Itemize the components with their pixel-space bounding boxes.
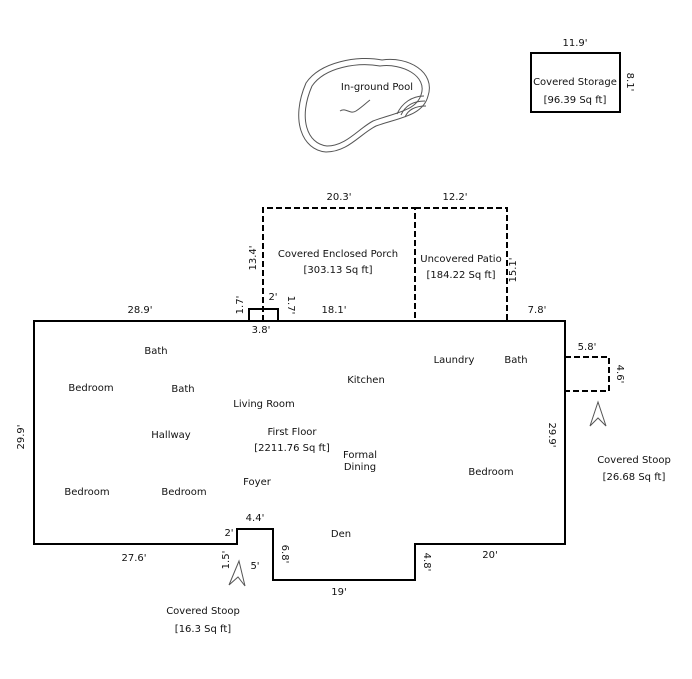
room-living-room: Living Room	[233, 399, 294, 410]
porch-and-patio: 20.3' 12.2' 13.4' 15.1' Covered Enclosed…	[248, 192, 519, 321]
stoop-right-outline	[565, 356, 610, 392]
pool-water-ripple-icon	[339, 99, 371, 113]
top-right-wall-dim: 7.8'	[528, 305, 547, 316]
right-wall-dim: 29.9'	[546, 422, 557, 447]
pool: In-ground Pool	[298, 57, 430, 153]
chimney-top-dim: 2'	[268, 292, 277, 303]
stoop-bottom-side-left-dim: 2'	[224, 528, 233, 539]
chimney-left-dim: 1.7'	[235, 296, 246, 315]
patio-name: Uncovered Patio	[420, 254, 501, 265]
room-bedroom-3: Bedroom	[64, 487, 109, 498]
patio-outline	[415, 207, 508, 321]
den-right-step-dim: 4.8'	[421, 553, 432, 572]
stoop-right-width-dim: 5.8'	[578, 342, 597, 353]
room-bedroom-1: Bedroom	[68, 383, 113, 394]
porch-name: Covered Enclosed Porch	[278, 249, 398, 260]
storage-area: [96.39 Sq ft]	[544, 95, 607, 106]
stoop-bottom-right-dim: 6.8'	[279, 545, 290, 564]
chimney-right-dim: 1.7'	[285, 296, 296, 315]
first-floor-label: First Floor	[267, 427, 317, 438]
room-bedroom-4: Bedroom	[161, 487, 206, 498]
stoop-bottom-area: [16.3 Sq ft]	[175, 624, 231, 635]
stoop-bottom-top-dim: 4.4'	[246, 513, 265, 524]
porch-depth-dim: 13.4'	[248, 245, 259, 270]
room-den: Den	[331, 529, 351, 540]
stoop-right-arrow-icon	[589, 400, 607, 427]
stoop-right-name: Covered Stoop	[597, 455, 671, 466]
patio-width-dim: 12.2'	[442, 192, 467, 203]
porch-outline	[262, 207, 416, 321]
chimney-base-dim: 3.8'	[252, 325, 271, 336]
patio-area: [184.22 Sq ft]	[426, 270, 495, 281]
room-formal: Formal	[343, 450, 377, 461]
top-mid-wall-dim: 18.1'	[321, 305, 346, 316]
room-laundry: Laundry	[434, 355, 475, 366]
storage-name: Covered Storage	[533, 77, 617, 88]
patio-depth-dim: 15.1'	[508, 257, 519, 282]
room-bath-1: Bath	[144, 346, 167, 357]
stoop-right-depth-dim: 4.6'	[614, 365, 625, 384]
top-left-wall-dim: 28.9'	[127, 305, 152, 316]
stoop-bottom: Covered Stoop [16.3 Sq ft]	[166, 559, 246, 635]
room-hallway: Hallway	[151, 430, 191, 441]
first-floor-area: [2211.76 Sq ft]	[254, 443, 330, 454]
bottom-right-wall-dim: 20'	[482, 550, 497, 561]
left-wall-dim: 29.9'	[16, 424, 27, 449]
porch-width-dim: 20.3'	[326, 192, 351, 203]
room-bath-2: Bath	[171, 384, 194, 395]
storage-depth-dim: 8.1'	[624, 73, 635, 92]
room-kitchen: Kitchen	[347, 375, 385, 386]
room-bath-3: Bath	[504, 355, 527, 366]
stoop-bottom-name: Covered Stoop	[166, 606, 240, 617]
covered-storage: Covered Storage [96.39 Sq ft] 11.9' 8.1'	[530, 38, 635, 113]
pool-outline	[298, 57, 430, 153]
house: 28.9' 1.7' 2' 1.7' 3.8' 18.1' 7.8' 29.9'…	[16, 292, 566, 598]
stoop-bottom-arrow-icon	[228, 559, 246, 587]
house-outline	[33, 308, 566, 581]
porch-area: [303.13 Sq ft]	[303, 265, 372, 276]
pool-steps-icon	[396, 95, 427, 118]
room-bedroom-2: Bedroom	[468, 467, 513, 478]
stoop-right: 5.8' 4.6' Covered Stoop [26.68 Sq ft]	[565, 342, 671, 483]
bottom-left-wall-dim: 27.6'	[121, 553, 146, 564]
storage-outline	[530, 52, 621, 113]
stoop-bottom-left-edge-dim: 1.5'	[221, 551, 232, 570]
room-dining: Dining	[344, 462, 376, 473]
stoop-bottom-width-dim: 5'	[250, 561, 259, 572]
stoop-right-area: [26.68 Sq ft]	[603, 472, 666, 483]
storage-width-dim: 11.9'	[562, 38, 587, 49]
pool-label: In-ground Pool	[341, 82, 413, 93]
den-bottom-dim: 19'	[331, 587, 346, 598]
room-foyer: Foyer	[243, 477, 272, 488]
